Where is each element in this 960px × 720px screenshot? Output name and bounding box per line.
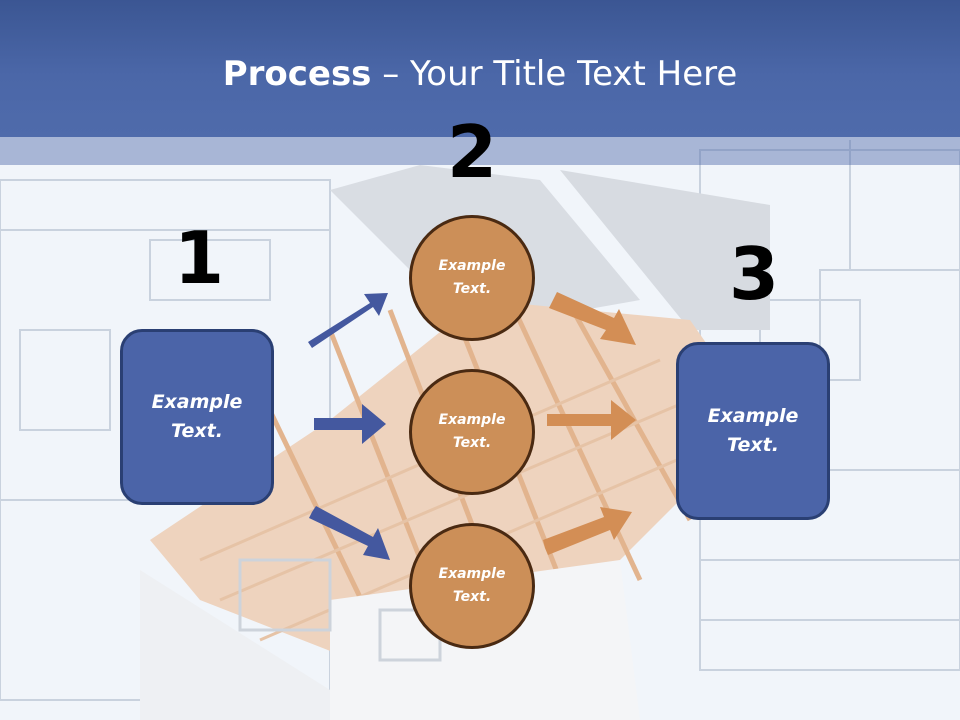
step-3-box: Example Text. xyxy=(676,342,830,520)
title-bar-fade xyxy=(0,137,960,165)
step-1-box: Example Text. xyxy=(120,329,274,505)
step-3-text: Example Text. xyxy=(707,405,799,456)
circle-middle-text: Example Text. xyxy=(438,412,506,451)
slide-title-rest: – Your Title Text Here xyxy=(371,54,738,94)
step-number-2: 2 xyxy=(446,110,498,194)
step-number-3: 3 xyxy=(728,232,780,316)
orange-arrow-middle xyxy=(547,400,636,440)
step-number-1: 1 xyxy=(173,216,225,300)
step-1-text: Example Text. xyxy=(151,391,243,442)
slide-title: Process – Your Title Text Here xyxy=(0,52,960,96)
step-2-circle-bottom: Example Text. xyxy=(409,523,535,649)
step-2-circle-top: Example Text. xyxy=(409,215,535,341)
slide-title-bold: Process xyxy=(222,54,372,94)
step-2-circle-middle: Example Text. xyxy=(409,369,535,495)
circle-top-text: Example Text. xyxy=(438,258,506,297)
orange-arrow-up xyxy=(543,507,632,555)
blue-arrow-middle xyxy=(314,404,386,444)
circle-bottom-text: Example Text. xyxy=(438,566,506,605)
orange-arrow-down xyxy=(549,292,636,345)
blue-arrow-down xyxy=(309,506,390,560)
blue-arrow-up xyxy=(308,293,388,348)
title-bar xyxy=(0,0,960,137)
